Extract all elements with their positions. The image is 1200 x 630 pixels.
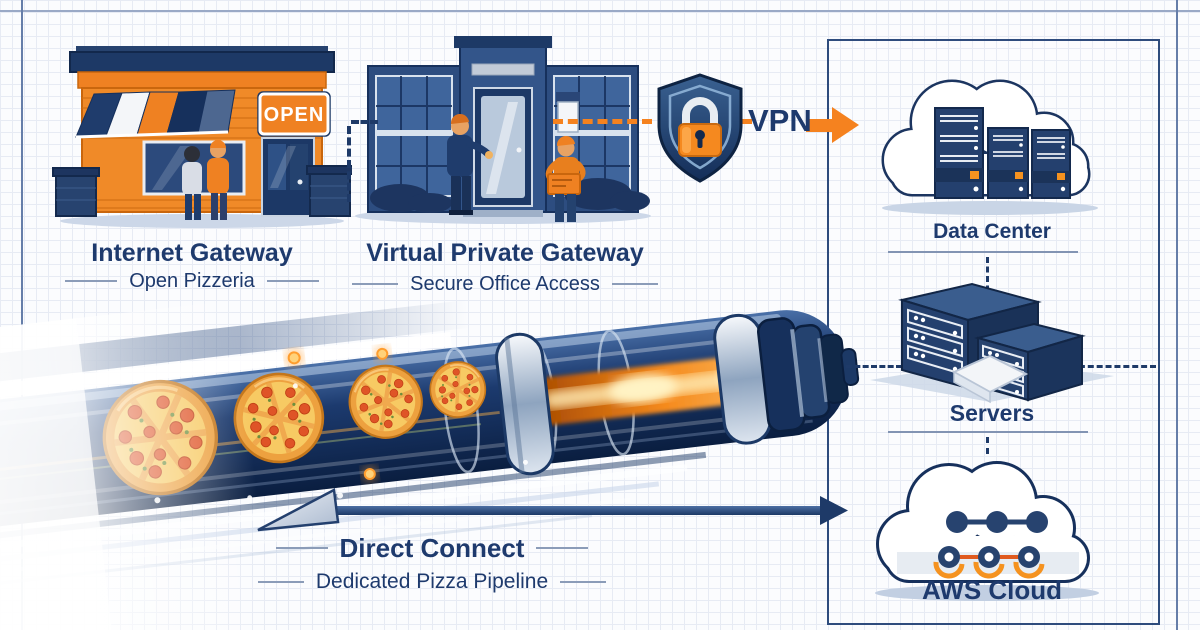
vpg-title: Virtual Private Gateway	[366, 239, 644, 267]
comet-glow	[222, 345, 391, 484]
dash-line	[266, 280, 319, 282]
data-center-underline	[888, 251, 1078, 253]
pipe-to-servers-dash	[846, 365, 902, 368]
servers-to-cloud-dash	[986, 437, 989, 454]
top-rule-line	[0, 10, 1200, 12]
vpn-arrow-shaft	[806, 119, 832, 132]
dash-line	[352, 283, 399, 285]
awning	[75, 89, 236, 138]
servers-label: Servers	[949, 400, 1035, 426]
direct-connect-arrow	[257, 488, 848, 532]
server-stack-icon	[870, 282, 1114, 404]
cloud-servers-icon	[881, 79, 1098, 215]
servers-right-dash	[1070, 365, 1156, 368]
cloud-network-icon	[875, 461, 1099, 601]
direct-connect-subtitle-row: Dedicated Pizza Pipeline	[210, 570, 654, 593]
security-guard	[447, 113, 493, 215]
dc-to-servers-dash	[986, 257, 989, 301]
office-building-illustration	[355, 36, 651, 224]
shield-lock-icon	[657, 73, 743, 183]
internet-gateway-subtitle: Open Pizzeria	[129, 270, 255, 292]
dash-line	[560, 580, 607, 583]
vpn-dashed-line-2	[737, 119, 752, 124]
dash-line	[65, 280, 118, 282]
brick-planters	[52, 165, 352, 217]
direct-connect-title: Direct Connect	[339, 533, 525, 563]
data-center-label: Data Center	[933, 220, 1051, 243]
direct-connect-subtitle: Dedicated Pizza Pipeline	[315, 570, 549, 593]
left-margin-line	[21, 0, 23, 630]
dash-line	[611, 283, 658, 285]
aws-cloud-label: AWS Cloud	[921, 575, 1063, 605]
delivery-person	[545, 135, 586, 222]
dash-line	[257, 580, 304, 583]
storefront-illustration: OPEN	[52, 46, 352, 228]
servers-underline	[888, 431, 1088, 433]
vpn-label: VPN	[748, 103, 812, 138]
vpn-arrow-head	[832, 107, 859, 143]
connector-dash-vertical	[347, 126, 351, 202]
internet-gateway-subtitle-row: Open Pizzeria	[30, 270, 354, 292]
direct-connect-title-row: Direct Connect	[230, 534, 634, 563]
right-margin-line	[1176, 0, 1178, 630]
open-sign-text: OPEN	[264, 104, 325, 126]
vpn-dashed-line	[553, 119, 652, 124]
dash-line	[536, 547, 589, 550]
customers	[182, 140, 229, 220]
vpg-subtitle-row: Secure Office Access	[338, 273, 672, 295]
internet-gateway-title: Internet Gateway	[91, 239, 293, 267]
network-nodes	[933, 511, 1048, 579]
vpg-subtitle: Secure Office Access	[410, 273, 600, 295]
dash-line	[275, 547, 328, 550]
server-racks	[934, 107, 1071, 199]
connector-dash-horizontal	[351, 120, 378, 124]
